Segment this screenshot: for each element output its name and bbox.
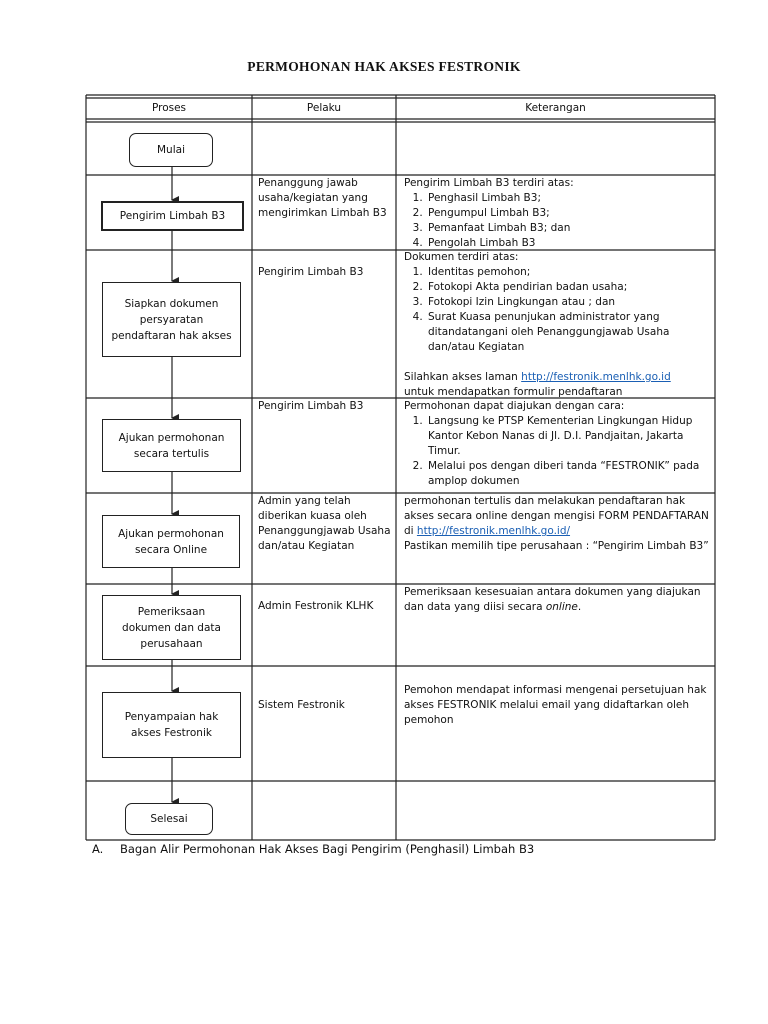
keterangan-text: Pemeriksaan kesesuaian antara dokumen ya… — [404, 586, 701, 613]
flow-label: Mulai — [157, 144, 185, 156]
caption-text: Bagan Alir Permohonan Hak Akses Bagi Pen… — [120, 842, 535, 856]
keterangan-2: Dokumen terdiri atas: Identitas pemohon;… — [404, 250, 709, 400]
pelaku-4: Admin yang telah diberikan kuasa oleh Pe… — [258, 495, 391, 552]
page-title: PERMOHONAN HAK AKSES FESTRONIK — [247, 59, 521, 74]
list-item: Surat Kuasa penunjukan administrator yan… — [426, 310, 709, 355]
festronik-form-link[interactable]: http://festronik.menlhk.go.id/ — [416, 525, 571, 537]
flow-end: Selesai — [125, 803, 213, 835]
pelaku-3: Pengirim Limbah B3 — [258, 400, 364, 412]
flow-step-online: Ajukan permohonan secara Online — [102, 515, 240, 568]
keterangan-period: . — [577, 601, 582, 613]
header-proses: Proses — [151, 102, 187, 114]
list-item: Fotokopi Izin Lingkungan atau ; dan — [426, 295, 709, 310]
flow-label: Siapkan dokumen persyaratan pendaftaran … — [111, 297, 232, 342]
keterangan-6: Pemohon mendapat informasi mengenai pers… — [404, 684, 707, 726]
flow-label: Pengirim Limbah B3 — [119, 210, 226, 222]
caption-number: A. — [92, 842, 104, 856]
flow-label: Ajukan permohonan secara Online — [118, 527, 224, 556]
keterangan-intro: Dokumen terdiri atas: — [404, 251, 519, 263]
flow-label: Pemeriksaan dokumen dan data perusahaan — [122, 605, 221, 650]
flow-label: Penyampaian hak akses Festronik — [124, 711, 219, 739]
link-prefix: Silahkan akses laman — [404, 371, 522, 383]
pelaku-1: Penanggung jawab usaha/kegiatan yang men… — [258, 177, 387, 219]
keterangan-intro: Pengirim Limbah B3 terdiri atas: — [404, 177, 574, 189]
link-suffix: untuk mendapatkan formulir pendaftaran — [404, 386, 623, 398]
list-item: Identitas pemohon; — [426, 265, 709, 280]
flow-start: Mulai — [129, 133, 213, 167]
list-item: Pengolah Limbah B3 — [426, 236, 709, 251]
flow-step-pengirim: Pengirim Limbah B3 — [101, 201, 244, 231]
keterangan-text: permohonan tertulis dan melakukan pendaf… — [404, 495, 709, 537]
flow-step-siapkan: Siapkan dokumen persyaratan pendaftaran … — [102, 282, 241, 357]
flow-step-pemeriksaan: Pemeriksaan dokumen dan data perusahaan — [102, 595, 241, 660]
flow-step-tertulis: Ajukan permohonan secara tertulis — [102, 419, 241, 472]
pelaku-2: Pengirim Limbah B3 — [258, 266, 364, 278]
list-item: Langsung ke PTSP Kementerian Lingkungan … — [426, 414, 709, 459]
pelaku-6: Sistem Festronik — [258, 699, 345, 711]
pelaku-5: Admin Festronik KLHK — [258, 600, 374, 612]
keterangan-3: Permohonan dapat diajukan dengan cara: L… — [404, 399, 709, 489]
keterangan-note: Pastikan memilih tipe perusahaan : “Peng… — [404, 540, 709, 552]
list-item: Fotokopi Akta pendirian badan usaha; — [426, 280, 709, 295]
keterangan-5: Pemeriksaan kesesuaian antara dokumen ya… — [404, 585, 712, 615]
festronik-link[interactable]: http://festronik.menlhk.go.id — [521, 371, 671, 383]
keterangan-italic: online — [545, 601, 578, 613]
list-item: Melalui pos dengan diberi tanda “FESTRON… — [426, 459, 709, 489]
list-item: Penghasil Limbah B3; — [426, 191, 709, 206]
flow-label: Selesai — [150, 813, 188, 825]
list-item: Pengumpul Limbah B3; — [426, 206, 709, 221]
keterangan-intro: Permohonan dapat diajukan dengan cara: — [404, 400, 625, 412]
header-keterangan: Keterangan — [525, 102, 586, 114]
keterangan-1: Pengirim Limbah B3 terdiri atas: Penghas… — [404, 176, 709, 251]
figure-caption: A. Bagan Alir Permohonan Hak Akses Bagi P… — [92, 842, 534, 856]
list-item: Pemanfaat Limbah B3; dan — [426, 221, 709, 236]
header-pelaku: Pelaku — [306, 102, 342, 114]
flow-label: Ajukan permohonan secara tertulis — [118, 431, 225, 460]
flow-step-penyampaian: Penyampaian hak akses Festronik — [102, 692, 241, 758]
keterangan-4: permohonan tertulis dan melakukan pendaf… — [404, 494, 712, 554]
